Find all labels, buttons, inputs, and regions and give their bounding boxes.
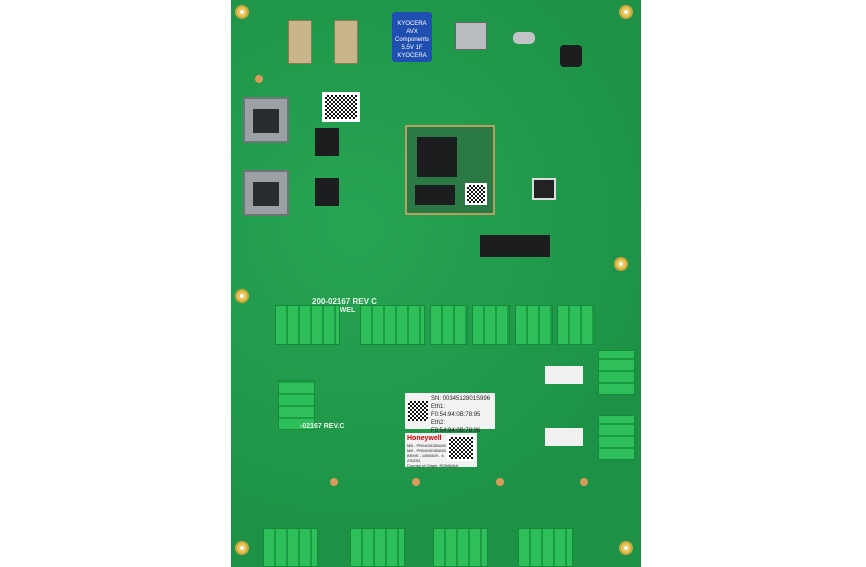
- label-line: MB - PR0400D0BA50: [407, 443, 446, 448]
- serial-number: SN: 0034512801S996: [431, 396, 491, 402]
- brand-silkscreen: YWEL: [335, 307, 356, 314]
- terminal-block: [518, 528, 573, 567]
- mounting-hole: [235, 289, 249, 303]
- processor-module: [405, 125, 495, 215]
- ethernet-port-1: [243, 97, 289, 143]
- qr-code: [465, 183, 487, 205]
- honeywell-logo: Honeywell: [407, 435, 442, 442]
- mounting-hole: [235, 5, 249, 19]
- terminal-block: [278, 380, 315, 430]
- terminal-block: [515, 305, 553, 345]
- usb-a-port: [455, 22, 487, 50]
- terminal-block: [430, 305, 468, 345]
- terminal-block: [350, 528, 405, 567]
- terminal-block: [275, 305, 340, 345]
- relay: [545, 428, 583, 446]
- terminal-block: [598, 350, 635, 395]
- qr-code: [447, 435, 475, 461]
- capacitor-text: KYOCERA AVX: [397, 21, 427, 35]
- transformer: [315, 178, 339, 206]
- reset-button[interactable]: [255, 75, 263, 83]
- serial-label: SN: 0034512801S996 Eth1: F0:54:94:0B:78:…: [405, 393, 495, 434]
- inductor: [560, 45, 582, 67]
- terminal-block: [598, 415, 635, 460]
- terminal-block: [360, 305, 425, 345]
- connector: [288, 20, 312, 64]
- connector: [334, 20, 358, 64]
- terminal-block: [472, 305, 510, 345]
- terminal-block: [557, 305, 595, 345]
- ic-row: [480, 235, 550, 257]
- mounting-hole: [619, 541, 633, 555]
- label-line: MB - PR0400D0BA50: [407, 448, 446, 453]
- dip-switch: [532, 178, 556, 200]
- supercapacitor: KYOCERA AVX Components 5.5V 1F KYOCERA: [392, 12, 432, 62]
- memory-chip: [415, 185, 455, 205]
- qr-code: [322, 92, 360, 122]
- part-number-silkscreen: 200-02167 REV C: [312, 297, 377, 306]
- reset-button[interactable]: [496, 478, 504, 486]
- ethernet-port-2: [243, 170, 289, 216]
- mounting-hole: [619, 5, 633, 19]
- qr-code: [408, 401, 428, 421]
- terminal-block: [263, 528, 318, 567]
- label-line: BEMS - 10B0509 - 6: [407, 453, 444, 458]
- transformer: [315, 128, 339, 156]
- capacitor-text: Components: [394, 37, 430, 43]
- part-number-silkscreen: -02167 REV.C: [300, 423, 345, 430]
- mounting-hole: [614, 257, 628, 271]
- eth1-mac: Eth1: F0:54:94:0B:78:95: [431, 404, 481, 418]
- mounting-hole: [235, 541, 249, 555]
- processor-chip: [417, 137, 457, 177]
- reset-button[interactable]: [330, 478, 338, 486]
- reset-button[interactable]: [580, 478, 588, 486]
- terminal-block: [433, 528, 488, 567]
- relay: [545, 366, 583, 384]
- circuit-board: [231, 0, 641, 567]
- label-line: 230202: [407, 458, 421, 463]
- capacitor-text: KYOCERA: [397, 53, 427, 59]
- capacitor-text: 5.5V 1F: [401, 45, 423, 51]
- label-line: Country of Origin: ROMANIA: [407, 463, 459, 468]
- usb-c-port: [513, 32, 535, 44]
- reset-button[interactable]: [412, 478, 420, 486]
- eth2-mac: Eth2: F0:54:94:0B:78:96: [431, 420, 481, 434]
